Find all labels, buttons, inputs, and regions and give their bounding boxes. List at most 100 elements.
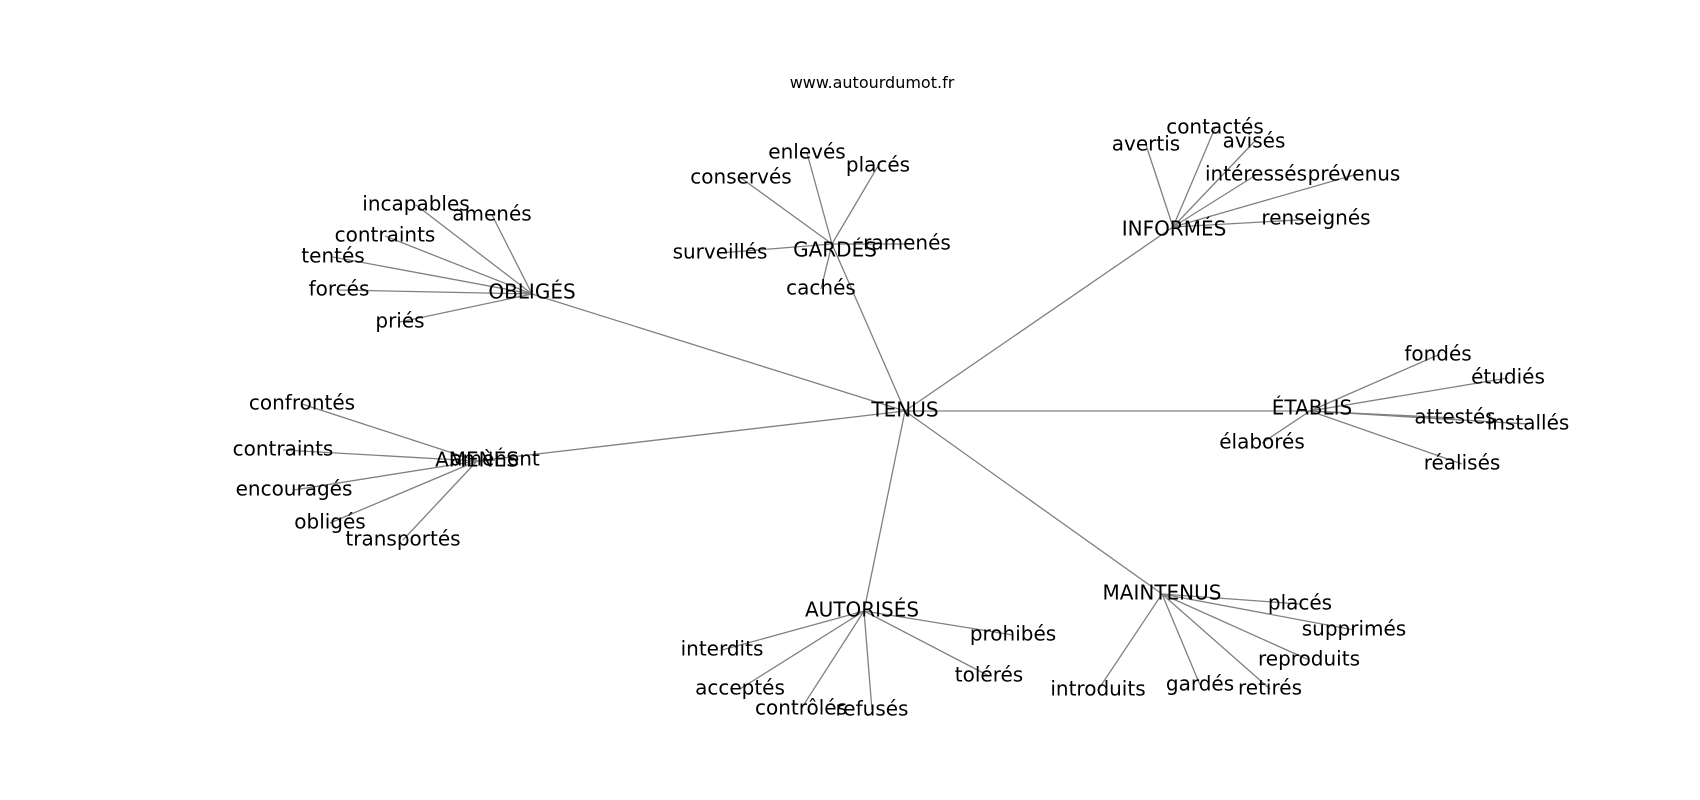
leaf-label-gardes-3: surveillés [673, 240, 768, 264]
edge-informes-leaf-3 [1172, 174, 1257, 228]
edge-gardes-leaf-1 [831, 165, 879, 245]
edge-gardes-leaf-5 [820, 243, 833, 290]
edge-obliges-leaf-0 [415, 204, 533, 295]
edge-root-obliges [531, 293, 906, 412]
leaf-label-informes-4: prévenus [1308, 162, 1401, 186]
leaf-label-obliges-0: incapables [362, 192, 469, 216]
edge-informes-leaf-0 [1145, 144, 1174, 228]
edge-informes-leaf-1 [1172, 127, 1216, 228]
leaf-label-amenes-4: obligés [294, 510, 365, 534]
leaf-label-autorises-5: refusés [836, 697, 909, 721]
leaf-label-maintenus-1: supprimés [1302, 617, 1406, 641]
edge-etablis-leaf-0 [1309, 354, 1439, 412]
leaf-label-maintenus-3: introduits [1050, 677, 1145, 701]
edge-obliges-leaf-1 [491, 214, 533, 295]
leaf-label-gardes-4: ramenés [863, 231, 951, 255]
leaf-label-amenes-5: transportés [345, 527, 460, 551]
edge-amenes-leaf-2 [476, 459, 496, 462]
edge-root-autorises [863, 410, 906, 612]
leaf-label-autorises-3: tolérés [955, 663, 1023, 687]
leaf-label-maintenus-4: gardés [1166, 672, 1234, 696]
leaf-label-informes-0: avertis [1112, 132, 1180, 156]
edge-obliges-leaf-4 [338, 289, 533, 295]
leaf-label-maintenus-2: reproduits [1258, 647, 1360, 671]
edge-maintenus-leaf-1 [1161, 593, 1355, 631]
leaf-label-autorises-1: prohibés [970, 622, 1056, 646]
leaf-label-autorises-0: interdits [681, 637, 764, 661]
edge-amenes-leaf-0 [301, 403, 478, 462]
edge-maintenus-leaf-2 [1161, 593, 1310, 661]
edge-maintenus-leaf-0 [1161, 593, 1301, 605]
leaf-label-amenes-3: encouragés [236, 477, 353, 501]
edge-informes-leaf-2 [1172, 141, 1255, 228]
edge-informes-leaf-4 [1172, 174, 1355, 228]
leaf-label-etablis-3: installés [1487, 411, 1570, 435]
hub-label-informes: INFORMÉS [1122, 217, 1227, 241]
edge-autorises-leaf-3 [863, 610, 990, 677]
edge-amenes-leaf-3 [293, 460, 478, 491]
edge-gardes-leaf-0 [806, 152, 833, 245]
edge-amenes-leaf-5 [402, 460, 478, 541]
hub-label-maintenus: MAINTENUS [1103, 581, 1222, 605]
edge-autorises-leaf-1 [863, 610, 1014, 636]
leaf-label-obliges-2: contraints [335, 223, 436, 247]
edge-autorises-leaf-4 [800, 610, 865, 710]
edge-etablis-leaf-4 [1261, 410, 1311, 444]
edge-informes-leaf-5 [1172, 218, 1317, 228]
leaf-label-autorises-4: contrôlés [755, 696, 847, 720]
leaf-label-etablis-5: réalisés [1424, 451, 1501, 475]
edge-amenes-leaf-4 [329, 460, 478, 524]
edge-root-gardes [831, 243, 906, 412]
edge-etablis-leaf-5 [1309, 410, 1463, 465]
leaf-label-informes-2: avisés [1223, 129, 1286, 153]
leaf-label-gardes-2: conservés [690, 165, 791, 189]
edge-obliges-leaf-2 [384, 235, 533, 295]
hub-label-etablis: ÉTABLIS [1272, 396, 1352, 420]
edge-root-maintenus [904, 410, 1163, 595]
leaf-label-amenes-0: confrontés [249, 391, 355, 415]
leaf-label-gardes-5: cachés [786, 276, 856, 300]
edge-maintenus-leaf-3 [1097, 593, 1163, 691]
leaf-label-informes-1: contactés [1166, 115, 1264, 139]
leaf-label-informes-3: intéressés [1205, 162, 1307, 186]
source-credit: www.autourdumot.fr [790, 73, 955, 92]
leaf-label-obliges-3: tentés [301, 244, 364, 268]
leaf-label-obliges-5: priés [375, 309, 424, 333]
edges [282, 127, 1529, 711]
leaf-label-etablis-4: élaborés [1219, 430, 1305, 454]
leaf-label-maintenus-5: retirés [1238, 676, 1302, 700]
edge-root-amenes [476, 410, 906, 462]
edge-root-informes [904, 226, 1174, 412]
edge-etablis-leaf-3 [1309, 410, 1529, 425]
edge-gardes-leaf-2 [740, 177, 833, 245]
hub-label-autorises: AUTORISÉS [805, 598, 919, 622]
leaf-label-obliges-4: forcés [309, 277, 370, 301]
leaf-label-obliges-1: amenés [452, 202, 531, 226]
leaf-label-etablis-2: attestés [1414, 405, 1495, 429]
labels: TENUS OBLIGÉSincapablesamenéscontraintst… [233, 115, 1570, 721]
leaf-label-gardes-1: placés [846, 153, 910, 177]
leaf-label-gardes-0: enlevés [768, 140, 845, 164]
leaf-label-autorises-2: acceptés [695, 676, 785, 700]
edge-autorises-leaf-0 [721, 610, 865, 651]
hub-label-amenes: AMENÉS [435, 448, 519, 472]
edge-autorises-leaf-5 [863, 610, 873, 711]
edge-autorises-leaf-2 [739, 610, 865, 690]
hub-label-gardes: GARDÉS [793, 238, 877, 262]
edge-obliges-leaf-5 [399, 293, 533, 323]
leaf-label-amenes-2: amènent [450, 447, 540, 471]
edge-obliges-leaf-3 [332, 256, 533, 295]
hub-label-obliges: OBLIGÉS [488, 280, 575, 304]
edge-maintenus-leaf-5 [1161, 593, 1271, 690]
edge-gardes-leaf-3 [719, 243, 833, 254]
leaf-label-maintenus-0: placés [1268, 591, 1332, 615]
leaf-label-etablis-1: étudiés [1471, 365, 1545, 389]
edge-etablis-leaf-1 [1309, 377, 1509, 412]
edge-maintenus-leaf-4 [1161, 593, 1201, 686]
root-node-label: TENUS [870, 398, 938, 422]
leaf-label-informes-5: renseignés [1261, 206, 1370, 230]
leaf-label-etablis-0: fondés [1404, 342, 1471, 366]
leaf-label-amenes-1: contraints [233, 437, 334, 461]
edge-amenes-leaf-1 [282, 449, 478, 462]
